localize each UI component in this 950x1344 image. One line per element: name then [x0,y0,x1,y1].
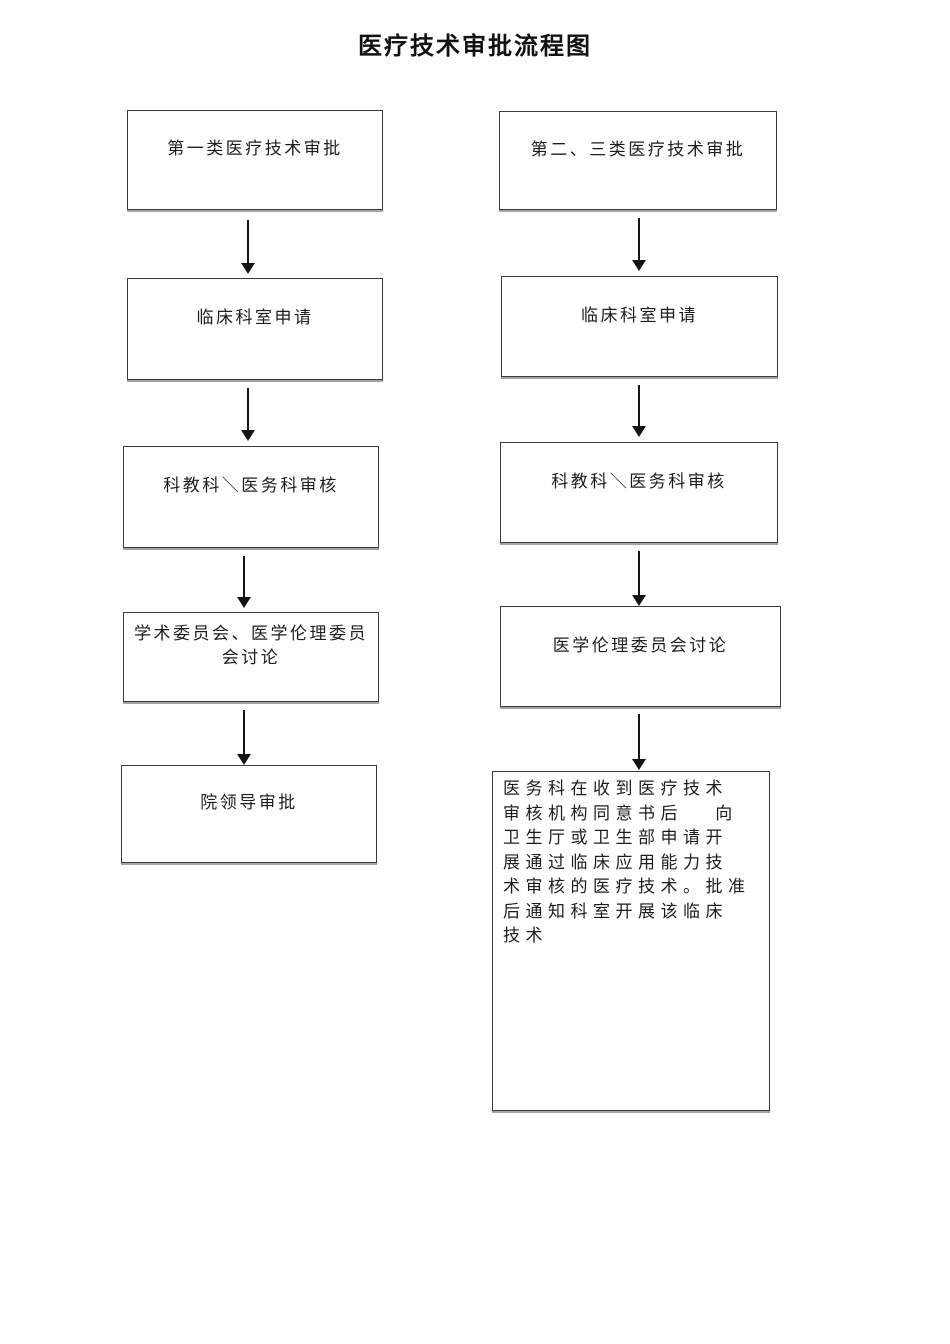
flow-box-label: 科教科＼医务科审核 [551,471,727,491]
flow-box-clinical-dept-apply-right: 临床科室申请 [501,276,778,377]
arrow-down-icon [237,710,251,765]
arrow-down-icon [241,220,255,274]
arrow-down-icon [632,218,646,271]
flow-box-label: 院领导审批 [200,793,298,812]
arrow-down-icon [237,556,251,608]
flow-box-label: 临床科室申请 [581,305,698,325]
flow-box-clinical-dept-apply-left: 临床科室申请 [127,278,383,380]
flow-box-label: 医学伦理委员会讨论 [552,635,729,655]
arrow-down-icon [632,551,646,606]
flow-box-class23-approval: 第二、三类医疗技术审批 [499,111,777,210]
page-title: 医疗技术审批流程图 [358,34,592,60]
flow-box-health-department-application: 医务科在收到医疗技术 审核机构同意书后 向 卫生厅或卫生部申请开 展通过临床应用… [492,771,770,1111]
flow-box-committee-discussion-left: 学术委员会、医学伦理委员会讨论 [123,612,379,702]
flow-box-dept-review-left: 科教科＼医务科审核 [123,446,379,548]
arrow-down-icon [241,388,255,441]
flow-box-label: 第二、三类医疗技术审批 [530,139,746,159]
flow-box-label: 科教科＼医务科审核 [163,476,339,495]
flow-box-class1-approval: 第一类医疗技术审批 [127,110,383,210]
arrow-down-icon [632,714,646,770]
flow-box-ethics-committee-discussion: 医学伦理委员会讨论 [500,606,781,707]
flow-box-label: 第一类医疗技术审批 [167,139,343,158]
flow-box-hospital-leader-approval: 院领导审批 [121,765,377,863]
arrow-down-icon [632,385,646,437]
flow-box-label: 学术委员会、医学伦理委员会讨论 [134,624,368,667]
flow-box-dept-review-right: 科教科＼医务科审核 [500,442,778,543]
flow-box-label: 临床科室申请 [196,308,314,327]
